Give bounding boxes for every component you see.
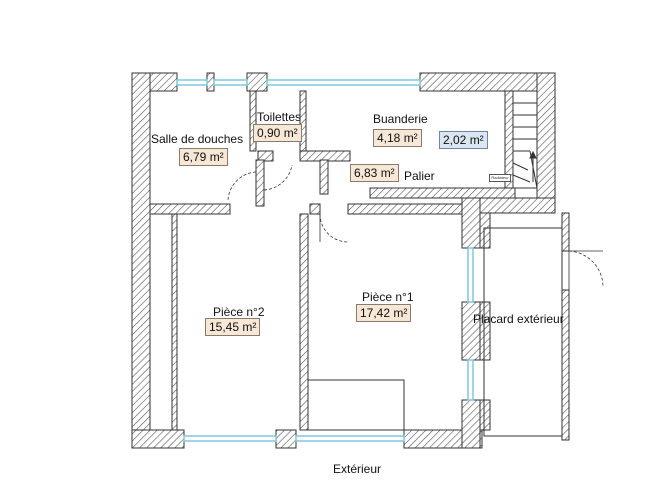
room-area-toilettes: 0,90 m² [253,124,302,142]
room-area-piece-2: 15,45 m² [205,318,261,336]
room-name-piece-2: Pièce n°2 [213,305,265,319]
exterior-label: Extérieur [333,462,382,476]
room-area-salle-de-douches: 6,79 m² [179,148,228,166]
room-area-escalier: 2,02 m² [439,131,488,149]
small-fixture-tag: Radiateur [489,174,511,182]
room-area-palier: 6,83 m² [350,164,399,182]
room-area-buanderie: 4,18 m² [373,129,422,147]
interior-walls [149,90,516,431]
room-area-piece-1: 17,42 m² [356,304,412,322]
windows [176,79,474,442]
room-name-palier: Palier [404,169,435,183]
outer-walls [131,72,570,449]
room-name-piece-1: Pièce n°1 [362,290,414,304]
room-name-placard-exterieur: Placard extérieur [473,312,564,326]
built-in-furniture [150,213,563,437]
room-name-salle-de-douches: Salle de douches [151,132,244,146]
room-name-buanderie: Buanderie [373,112,428,126]
door-swings [227,164,604,290]
room-name-toilettes: Toilettes [257,110,302,124]
staircase [512,90,538,189]
